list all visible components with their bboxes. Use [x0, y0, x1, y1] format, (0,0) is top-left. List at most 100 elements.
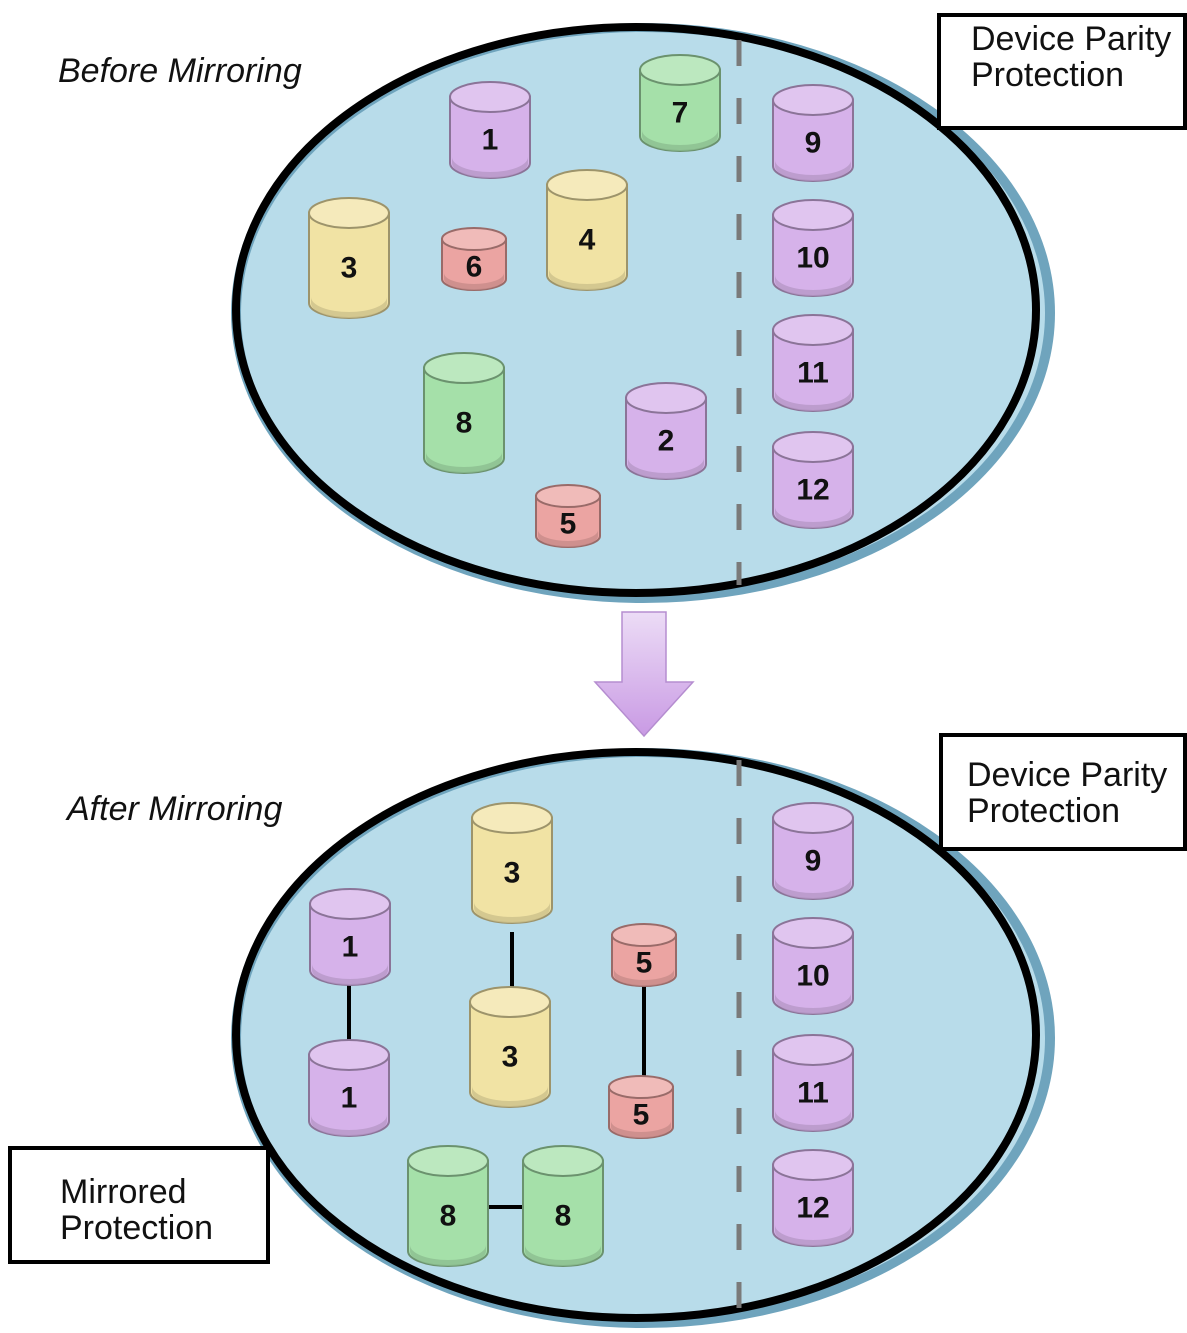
disk-1-purple: 1 — [449, 81, 531, 179]
disk-shadow — [775, 507, 851, 528]
after-mirroring-caption: After Mirroring — [67, 790, 283, 828]
disk-11-purple: 11 — [772, 1034, 854, 1132]
disk-number: 3 — [502, 1041, 519, 1074]
disk-top — [772, 431, 854, 463]
disk-top — [772, 917, 854, 949]
disk-shadow — [311, 1115, 387, 1136]
disk-6-red: 6 — [441, 227, 507, 291]
disk-10-purple: 10 — [772, 917, 854, 1015]
disk-top — [535, 484, 601, 508]
disk-9-purple: 9 — [772, 84, 854, 182]
label-line-1: Device Parity — [967, 756, 1168, 794]
disk-top — [522, 1145, 604, 1177]
disk-top — [546, 169, 628, 201]
disk-top — [611, 923, 677, 947]
disk-top — [308, 1039, 390, 1071]
disk-shadow — [642, 130, 718, 151]
disk-number: 12 — [796, 474, 829, 507]
disk-top — [772, 314, 854, 346]
disk-number: 10 — [796, 242, 829, 275]
disk-shadow — [549, 269, 625, 290]
disk-top — [423, 352, 505, 384]
disk-number: 12 — [796, 1192, 829, 1225]
disk-shadow — [525, 1245, 601, 1266]
disk-9-purple: 9 — [772, 802, 854, 900]
disk-number: 11 — [797, 1077, 829, 1110]
disk-shadow — [472, 1086, 548, 1107]
disk-12-purple: 12 — [772, 431, 854, 529]
disk-top — [449, 81, 531, 113]
disk-top — [608, 1075, 674, 1099]
disk-shadow — [775, 390, 851, 411]
disk-top — [625, 382, 707, 414]
pool-outline — [232, 23, 1040, 597]
disk-top — [471, 802, 553, 834]
disk-8-green: 8 — [423, 352, 505, 474]
disk-top — [772, 1034, 854, 1066]
disk-number: 5 — [636, 947, 653, 980]
device-parity-label-bottom: Device Parity Protection — [939, 733, 1187, 851]
disk-shadow — [628, 458, 704, 479]
disk-3-yellow: 3 — [308, 197, 390, 319]
disk-number: 8 — [440, 1200, 457, 1233]
disk-5-red: 5 — [611, 923, 677, 987]
disk-shadow — [452, 157, 528, 178]
arrow-shape — [593, 611, 695, 738]
disk-shadow — [775, 160, 851, 181]
label-line-1: Mirrored — [60, 1173, 187, 1211]
disk-shadow — [775, 1225, 851, 1246]
disk-top — [469, 986, 551, 1018]
disk-shadow — [775, 993, 851, 1014]
disk-shadow — [426, 452, 502, 473]
disk-4-yellow: 4 — [546, 169, 628, 291]
device-parity-label-top: Device Parity Protection — [937, 13, 1187, 130]
disk-top — [772, 1149, 854, 1181]
label-line-2: Protection — [971, 56, 1125, 94]
disk-top — [772, 84, 854, 116]
disk-top — [772, 199, 854, 231]
disk-number: 1 — [482, 124, 499, 157]
disk-number: 3 — [504, 857, 521, 890]
disk-5-red: 5 — [608, 1075, 674, 1139]
disk-8-green: 8 — [522, 1145, 604, 1267]
disk-number: 8 — [456, 407, 473, 440]
disk-shadow — [410, 1245, 486, 1266]
disk-shadow — [444, 273, 504, 290]
mirroring-arrow — [593, 611, 695, 738]
mirrored-protection-label: Mirrored Protection — [8, 1146, 270, 1264]
disk-number: 5 — [560, 508, 577, 541]
disk-number: 1 — [341, 1082, 358, 1115]
disk-number: 8 — [555, 1200, 572, 1233]
disk-1-purple: 1 — [308, 1039, 390, 1137]
disk-shadow — [775, 1110, 851, 1131]
disk-top — [639, 54, 721, 86]
disk-top — [441, 227, 507, 251]
disk-3-yellow: 3 — [471, 802, 553, 924]
disk-1-purple: 1 — [309, 888, 391, 986]
disk-number: 2 — [658, 425, 675, 458]
disk-5-red: 5 — [535, 484, 601, 548]
disk-number: 9 — [805, 845, 822, 878]
disk-shadow — [614, 969, 674, 986]
disk-3-yellow: 3 — [469, 986, 551, 1108]
disk-shadow — [311, 297, 387, 318]
disk-number: 3 — [341, 252, 358, 285]
disk-shadow — [538, 530, 598, 547]
disk-shadow — [611, 1121, 671, 1138]
disk-shadow — [474, 902, 550, 923]
disk-number: 9 — [805, 127, 822, 160]
disk-10-purple: 10 — [772, 199, 854, 297]
disk-7-green: 7 — [639, 54, 721, 152]
label-line-1: Device Parity — [971, 20, 1172, 58]
disk-top — [309, 888, 391, 920]
disk-shadow — [312, 964, 388, 985]
disk-top — [772, 802, 854, 834]
disk-number: 10 — [796, 960, 829, 993]
disk-top — [407, 1145, 489, 1177]
disk-shadow — [775, 275, 851, 296]
disk-top — [308, 197, 390, 229]
before-mirroring-caption: Before Mirroring — [58, 52, 302, 90]
mirror-connectors — [347, 932, 646, 1209]
